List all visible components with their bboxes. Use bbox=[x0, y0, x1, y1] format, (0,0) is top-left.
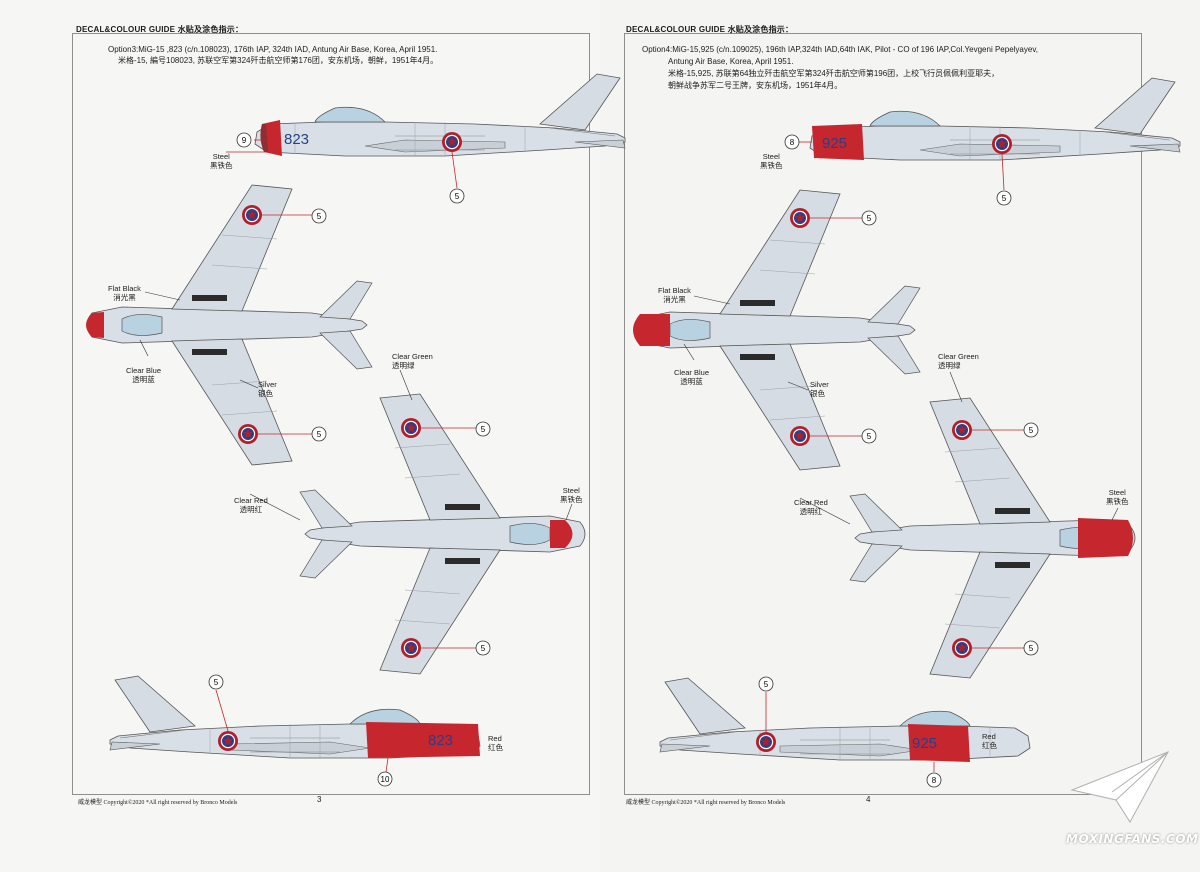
left-option-line-2: 米格-15, 編号108023, 苏联空军第324歼击航空师第176团，安东机场… bbox=[118, 56, 439, 65]
watermark-text: MOXINGFANS.COM bbox=[1066, 832, 1199, 846]
svg-text:5: 5 bbox=[455, 192, 460, 201]
left-plan-view bbox=[86, 184, 373, 466]
right-callout-tail: 8 bbox=[932, 776, 937, 785]
right-side-view-bottom: 925 bbox=[659, 677, 1031, 772]
right-callout-nose: 8 bbox=[790, 138, 795, 147]
right-guide-title: DECAL&COLOUR GUIDE 水贴及涂色指示： bbox=[626, 25, 794, 34]
left-bottom-tail-number: 823 bbox=[428, 732, 453, 749]
svg-text:5: 5 bbox=[317, 430, 322, 439]
paper-plane-icon bbox=[1070, 751, 1170, 823]
svg-text:5: 5 bbox=[481, 644, 486, 653]
svg-text:5: 5 bbox=[867, 432, 872, 441]
left-option-line-1: Option3:MiG-15 ,823 (c/n.108023), 176th … bbox=[108, 45, 438, 54]
left-callout-nose: 9 bbox=[242, 136, 247, 145]
left-guide-title: DECAL&COLOUR GUIDE 水贴及涂色指示： bbox=[76, 25, 244, 34]
svg-text:5: 5 bbox=[867, 214, 872, 223]
svg-text:5: 5 bbox=[214, 678, 219, 687]
left-side-view-top: 823 bbox=[226, 73, 626, 189]
left-top-tail-number: 823 bbox=[284, 131, 309, 148]
right-option-line-4: 朝鲜战争苏军二号王牌，安东机场，1951年4月。 bbox=[668, 81, 843, 90]
left-footer: 威龙模型 Copyright©2020 *All right reserved … bbox=[78, 800, 238, 806]
left-callout-tail: 10 bbox=[381, 775, 390, 784]
right-option-line-3: 米格-15,925, 苏联第64独立歼击航空军第324歼击航空师第196团，上校… bbox=[668, 69, 1000, 78]
svg-text:5: 5 bbox=[1029, 644, 1034, 653]
svg-text:5: 5 bbox=[481, 425, 486, 434]
right-footer: 威龙模型 Copyright©2020 *All right reserved … bbox=[626, 800, 786, 806]
left-side-view-bottom: 823 bbox=[109, 675, 481, 773]
svg-text:5: 5 bbox=[1029, 426, 1034, 435]
right-side-view-top: 925 bbox=[798, 77, 1181, 191]
right-bottom-tail-number: 925 bbox=[912, 735, 937, 752]
right-option-line-1: Option4:MiG-15,925 (c/n.109025), 196th I… bbox=[642, 45, 1038, 54]
left-underside-view bbox=[299, 393, 586, 675]
right-callouts: 8 5 5 5 5 5 5 8 bbox=[758, 134, 1039, 788]
left-callouts: 9 5 5 5 5 5 5 10 bbox=[208, 132, 491, 787]
right-plan-view bbox=[633, 189, 921, 471]
left-page-frame bbox=[72, 33, 590, 795]
right-top-tail-number: 925 bbox=[822, 135, 847, 152]
right-page-number: 4 bbox=[866, 795, 871, 804]
right-page-frame bbox=[624, 33, 1142, 795]
left-page-number: 3 bbox=[317, 795, 322, 804]
svg-text:5: 5 bbox=[1002, 194, 1007, 203]
right-underside-view bbox=[849, 397, 1136, 679]
svg-text:5: 5 bbox=[317, 212, 322, 221]
right-option-line-2: Antung Air Base, Korea, April 1951. bbox=[668, 57, 794, 66]
svg-text:5: 5 bbox=[764, 680, 769, 689]
